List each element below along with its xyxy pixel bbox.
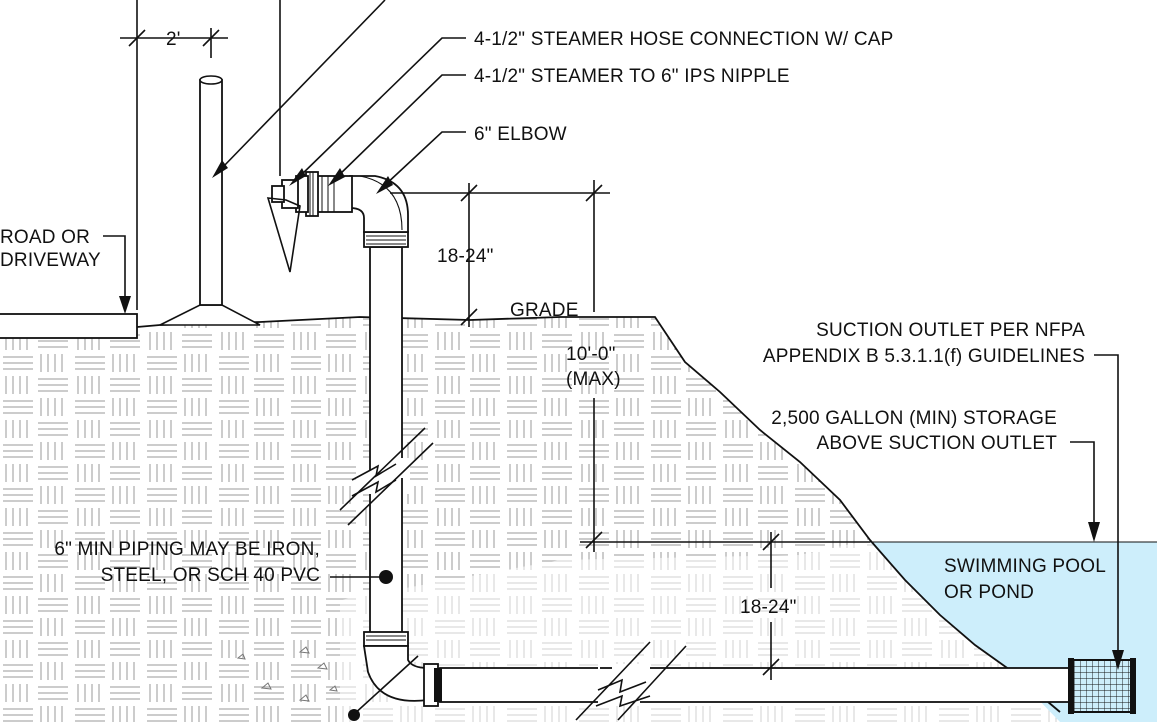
bottom-elbow — [348, 645, 429, 721]
dimension-2ft — [120, 0, 228, 310]
top-18-24-label: 18-24" — [437, 246, 494, 267]
dimension-10ft-label: 10'-0" — [566, 344, 616, 365]
storage-label-line1: 2,500 GALLON (MIN) STORAGE — [771, 408, 1057, 429]
bottom-18-24-label: 18-24" — [740, 597, 797, 618]
suction-outlet-label-line1: SUCTION OUTLET PER NFPA — [816, 320, 1085, 341]
suction-pipe — [423, 641, 1073, 721]
pool-label-line1: SWIMMING POOL — [944, 556, 1106, 577]
grade-label: GRADE — [510, 300, 579, 321]
piping-label-line1: 6" MIN PIPING MAY BE IRON, — [54, 539, 320, 560]
dimension-10ft-max-label: (MAX) — [566, 369, 621, 390]
steamer-connection — [266, 171, 353, 273]
road-label-line1: ROAD OR — [0, 227, 90, 248]
steamer-hose-connection-label: 4-1/2" STEAMER HOSE CONNECTION W/ CAP — [474, 29, 894, 50]
gravel-marks — [236, 646, 338, 702]
dimension-2ft-label: 2' — [166, 29, 181, 50]
soil-ground — [0, 317, 1060, 722]
leader-lines — [103, 0, 1124, 670]
steamer-nipple-label: 4-1/2" STEAMER TO 6" IPS NIPPLE — [474, 66, 790, 87]
dimension-10ft — [580, 180, 870, 552]
dimension-top-18-24 — [390, 183, 610, 327]
bollard-post — [159, 75, 261, 326]
grade-line — [136, 316, 1061, 713]
piping-label-line2: STEEL, OR SCH 40 PVC — [101, 565, 320, 586]
elbow-label: 6" ELBOW — [474, 124, 567, 145]
pool-label-line2: OR POND — [944, 582, 1034, 603]
road-slab — [0, 313, 138, 339]
dimension-bottom-18-24 — [762, 532, 780, 680]
storage-label-line2: ABOVE SUCTION OUTLET — [817, 433, 1058, 454]
road-label-line2: DRIVEWAY — [0, 250, 101, 271]
suction-outlet-label-line2: APPENDIX B 5.3.1.1(f) GUIDELINES — [763, 346, 1085, 367]
top-elbow — [349, 175, 409, 233]
suction-strainer — [1068, 658, 1136, 714]
